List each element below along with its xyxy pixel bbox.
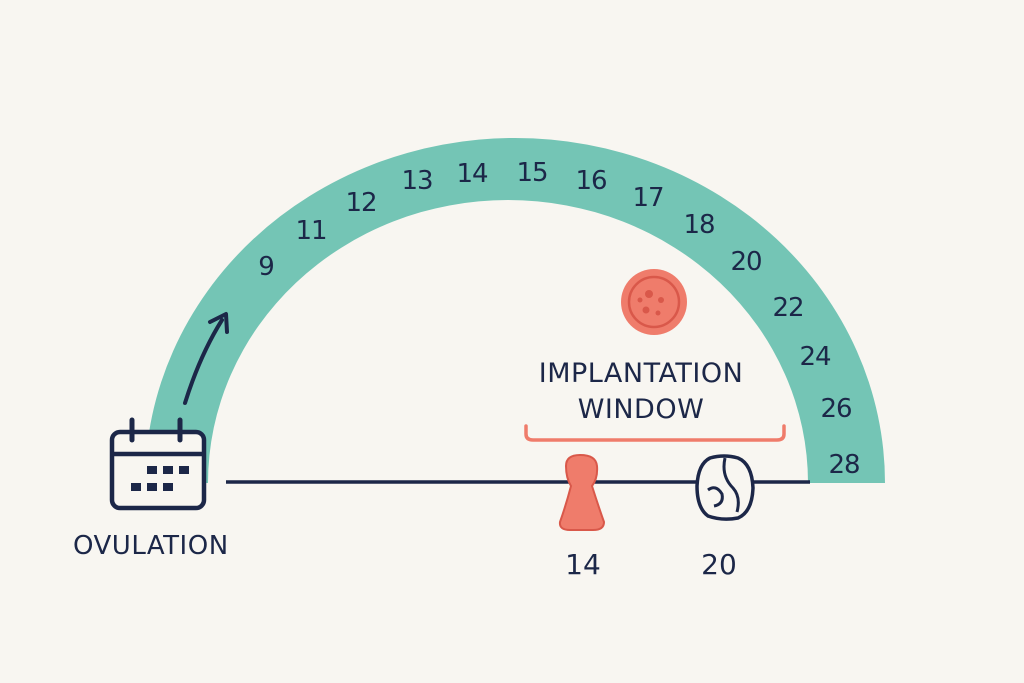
arc-day-label: 22: [772, 293, 804, 323]
arc-day-label: 13: [401, 166, 433, 196]
cycle-arc: [145, 138, 885, 483]
arc-day-label: 11: [295, 216, 327, 246]
arc-day-label: 15: [516, 158, 548, 188]
calendar-icon: [109, 417, 207, 511]
implantation-window-label: IMPLANTATION WINDOW: [539, 356, 744, 428]
arc-day-label: 9: [258, 252, 275, 282]
embryo-icon: [621, 269, 687, 335]
implantation-window-line2: WINDOW: [577, 394, 705, 425]
ovulation-label: OVULATION: [73, 531, 229, 561]
arc-day-label: 17: [632, 183, 664, 213]
arc-day-label: 20: [730, 247, 762, 277]
arc-day-label: 16: [575, 166, 607, 196]
implantation-window-line1: IMPLANTATION: [538, 358, 744, 389]
window-bracket: [524, 424, 786, 442]
fetus-icon: [695, 454, 755, 521]
arc-day-label: 24: [799, 342, 831, 372]
arc-day-label: 14: [456, 159, 488, 189]
timeline-marker-label: 14: [565, 548, 601, 581]
uterus-icon: [558, 453, 606, 531]
arrow-icon: [183, 312, 229, 405]
arc-day-label: 26: [820, 394, 852, 424]
arc-day-label: 12: [345, 188, 377, 218]
arc-day-label: 18: [683, 210, 715, 240]
arc-day-label: 28: [828, 450, 860, 480]
timeline-marker-label: 20: [701, 548, 737, 581]
